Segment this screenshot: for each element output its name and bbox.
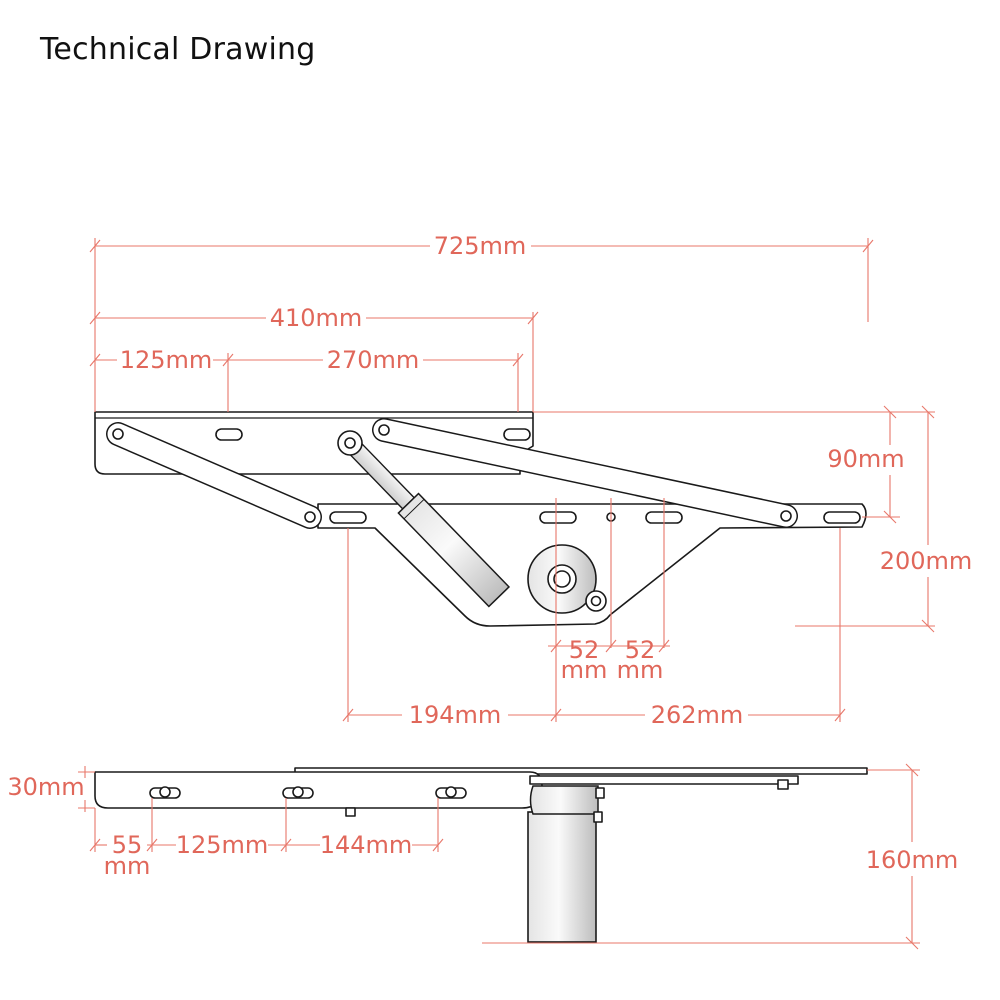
- side-bolt: [345, 807, 356, 817]
- dim-span-270: 270mm: [327, 346, 420, 374]
- base-slot-2: [539, 511, 577, 524]
- dim-spacing-144: 144mm: [320, 831, 413, 859]
- side-top-plate: [294, 767, 868, 775]
- keyhole-slot-3: [435, 786, 467, 799]
- gas-strut: [346, 439, 511, 608]
- dim-pitch-b-value: 52: [625, 636, 656, 664]
- dim-height-90: 90mm: [827, 445, 904, 473]
- base-slot-4: [823, 511, 861, 524]
- dim-offset-55-value: 55: [112, 831, 143, 859]
- side-view-mechanism: [94, 767, 868, 943]
- top-view-dimensions: 725mm 410mm 125mm 270mm 90mm 200mm: [89, 232, 973, 729]
- dim-pitch-b-unit: mm: [617, 656, 664, 684]
- dim-base-262: 262mm: [651, 701, 744, 729]
- dim-pitch-a-value: 52: [569, 636, 600, 664]
- dim-height-160: 160mm: [866, 846, 959, 874]
- side-pivot-housing: [529, 785, 599, 815]
- top-view-mechanism: [94, 411, 867, 627]
- dim-overall-length: 725mm: [434, 232, 527, 260]
- long-link-arm: [372, 418, 798, 528]
- dim-spacing-125: 125mm: [176, 831, 269, 859]
- side-mount-bar: [529, 775, 799, 785]
- dim-base-194: 194mm: [409, 701, 502, 729]
- dim-offset-125: 125mm: [120, 346, 213, 374]
- keyhole-slot-1: [149, 786, 181, 799]
- top-slot-left: [215, 428, 243, 441]
- top-slot-right: [503, 428, 531, 441]
- side-view-dimensions: 30mm 55 mm 125mm 144mm 160mm: [7, 763, 959, 950]
- left-link-arm: [106, 422, 322, 529]
- page-title: Technical Drawing: [40, 32, 316, 67]
- dim-thickness-30: 30mm: [7, 773, 84, 801]
- dim-pitch-a-unit: mm: [561, 656, 608, 684]
- dim-length-410: 410mm: [270, 304, 363, 332]
- dim-offset-55-unit: mm: [104, 852, 151, 880]
- base-slot-1: [329, 511, 367, 524]
- keyhole-slot-2: [282, 786, 314, 799]
- dim-height-200: 200mm: [880, 547, 973, 575]
- side-cylinder: [527, 811, 597, 943]
